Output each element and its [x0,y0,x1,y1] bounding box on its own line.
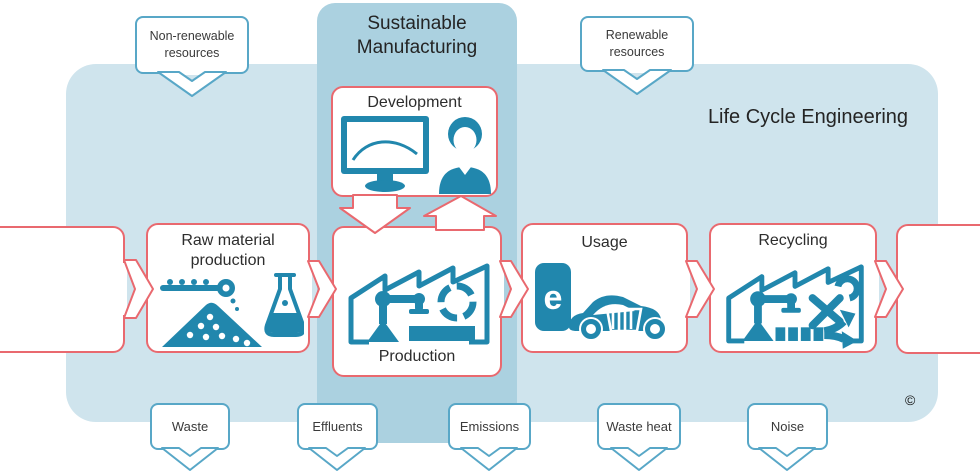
callout-label: Emissions [459,419,520,434]
callout-non-renewable-resources: Non-renewable resources [135,16,249,74]
stage-label: Development [367,94,462,111]
stage-label: Production [378,348,456,365]
recycling-icon [726,264,864,349]
conveyor-icon [160,279,239,311]
callout-label: Non-renewable resources [149,29,235,60]
monitor-icon [341,116,429,192]
callout-tail-emissions [460,447,518,471]
band-title: Sustainable Manufacturing [356,13,478,58]
callout-label: Waste heat [606,419,672,434]
factory-icon [348,263,490,345]
stage-usage: Usage e [521,223,688,353]
wrench-icon [808,275,861,330]
callout-tail-waste [161,447,219,471]
person-icon [439,117,491,194]
stage-label: Recycling [758,232,828,249]
conveyor-belt-icon [775,327,824,341]
callout-label: Renewable resources [605,28,669,59]
diverging-arrows-icon [823,309,858,349]
recycle-gear-icon [437,282,477,322]
callout-label: Waste [171,419,209,434]
callout-noise: Noise [747,403,828,450]
development-icon [341,116,491,194]
callout-waste: Waste [150,403,230,450]
callout-tail-effluents [308,447,366,471]
robot-arm-icon [742,291,801,341]
callout-label: Effluents [312,419,363,434]
input-flow-arrow [0,226,125,353]
stage-development: Development [331,86,498,197]
flask-icon [264,273,304,337]
stage-raw-material-production: Raw material production [146,223,310,353]
callout-effluents: Effluents [297,403,378,450]
charging-e-letter: e [544,279,563,317]
stage-label: Raw material production [181,232,275,269]
sustainable-manufacturing-band [317,3,517,443]
copyright-mark: © [905,392,916,408]
charging-station-icon: e [535,263,571,331]
callout-label: Noise [770,419,805,434]
callout-waste-heat: Waste heat [597,403,681,450]
stage-label: Usage [581,234,628,251]
stage-production: Production [332,226,502,377]
raw-material-icon [160,273,304,347]
callout-tail-noise [758,447,816,471]
material-pile-icon [162,302,262,347]
usage-icon: e [535,263,667,345]
factory-icon [726,264,864,344]
callout-emissions: Emissions [448,403,531,450]
output-flow-arrow [896,224,980,354]
callout-tail-waste-heat [610,447,668,471]
container-title: Life Cycle Engineering [707,106,909,128]
conveyor-belt-icon [409,326,475,341]
shopping-cart-icon [605,307,643,345]
robot-arm-icon [367,291,429,342]
production-icon [348,263,490,345]
callout-renewable-resources: Renewable resources [580,16,694,72]
stage-recycling: Recycling [709,223,877,353]
